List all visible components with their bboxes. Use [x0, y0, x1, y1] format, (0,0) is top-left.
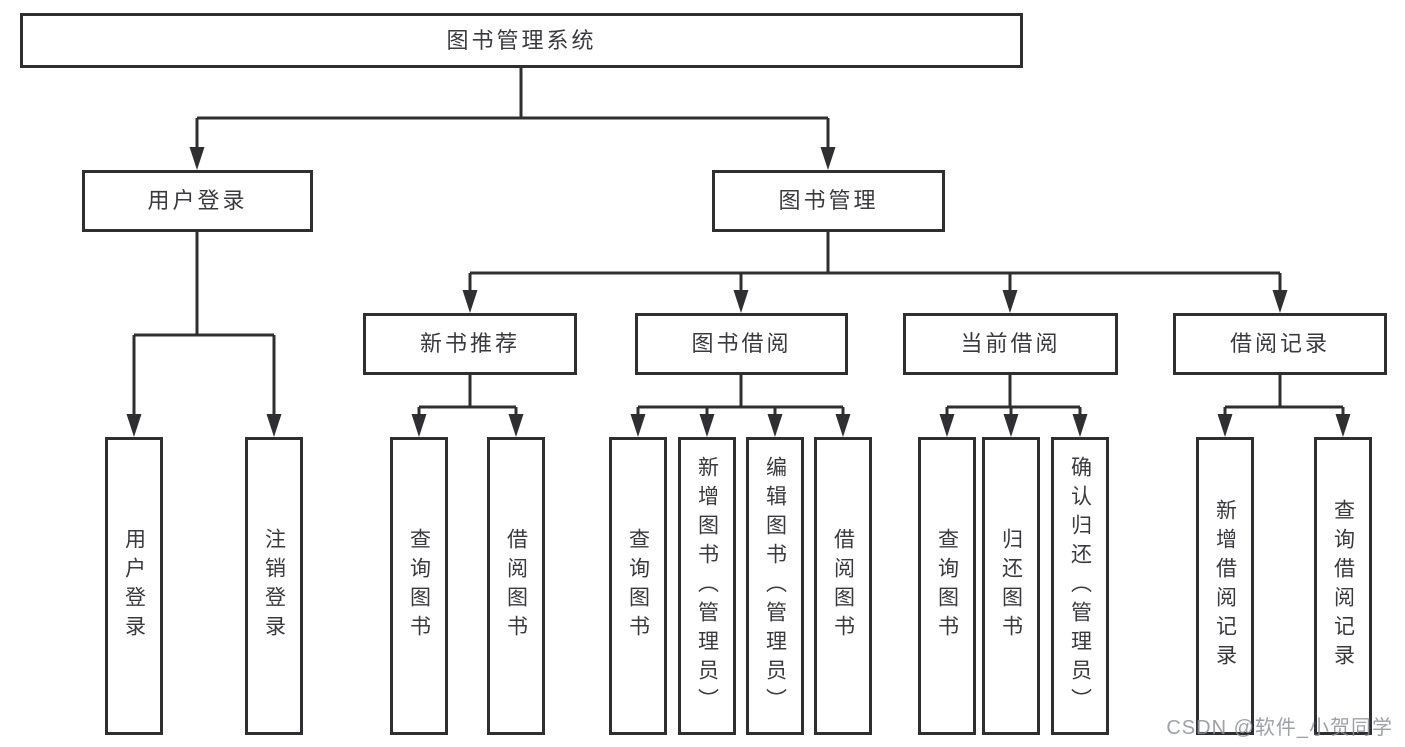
- node-borrowing-records: 借阅记录: [1173, 313, 1387, 375]
- csdn-watermark: CSDN @软件_小贺同学: [1166, 717, 1393, 739]
- leaf-return-book: 归还图书: [982, 437, 1040, 735]
- node-label: 查询图书: [935, 528, 959, 644]
- node-label: 借阅图书: [831, 528, 855, 644]
- leaf-borrow-books-recommend: 借阅图书: [487, 437, 545, 735]
- node-book-management: 图书管理: [712, 170, 945, 232]
- node-label: 图书管理系统: [446, 27, 597, 53]
- node-label: 用户登录: [122, 528, 146, 644]
- node-new-book-recommend: 新书推荐: [363, 313, 577, 375]
- node-root-system: 图书管理系统: [20, 13, 1023, 68]
- leaf-edit-book-admin: 编辑图书（管理员）: [746, 437, 804, 735]
- leaf-add-book-admin: 新增图书（管理员）: [678, 437, 736, 735]
- node-label: 新增借阅记录: [1213, 499, 1237, 673]
- node-label: 用户登录: [147, 188, 248, 213]
- node-label: 借阅记录: [1229, 331, 1330, 356]
- node-label: 图书管理: [778, 188, 879, 213]
- leaf-query-books-borrow: 查询图书: [609, 437, 667, 735]
- node-current-borrowing: 当前借阅: [903, 313, 1118, 375]
- leaf-add-borrow-record: 新增借阅记录: [1196, 437, 1254, 735]
- node-label: 归还图书: [999, 528, 1023, 644]
- leaf-confirm-return-admin: 确认归还（管理员）: [1051, 437, 1109, 735]
- leaf-query-books-current: 查询图书: [918, 437, 976, 735]
- leaf-borrow-books: 借阅图书: [814, 437, 872, 735]
- node-label: 查询图书: [626, 528, 650, 644]
- leaf-query-borrow-record: 查询借阅记录: [1314, 437, 1372, 735]
- node-label: 查询借阅记录: [1331, 499, 1355, 673]
- leaf-query-books-recommend: 查询图书: [390, 437, 448, 735]
- node-label: 确认归还（管理员）: [1068, 455, 1092, 717]
- leaf-user-login: 用户登录: [105, 437, 163, 735]
- leaf-logout: 注销登录: [245, 437, 303, 735]
- node-user-login: 用户登录: [82, 170, 313, 232]
- node-label: 新增图书（管理员）: [695, 455, 719, 717]
- node-label: 借阅图书: [504, 528, 528, 644]
- node-label: 查询图书: [407, 528, 431, 644]
- node-label: 编辑图书（管理员）: [763, 455, 787, 717]
- arrowheads: [126, 147, 1351, 437]
- node-label: 注销登录: [262, 528, 286, 644]
- node-label: 图书借阅: [691, 331, 792, 356]
- node-book-borrowing: 图书借阅: [635, 313, 848, 375]
- node-label: 新书推荐: [419, 331, 520, 356]
- node-label: 当前借阅: [960, 331, 1061, 356]
